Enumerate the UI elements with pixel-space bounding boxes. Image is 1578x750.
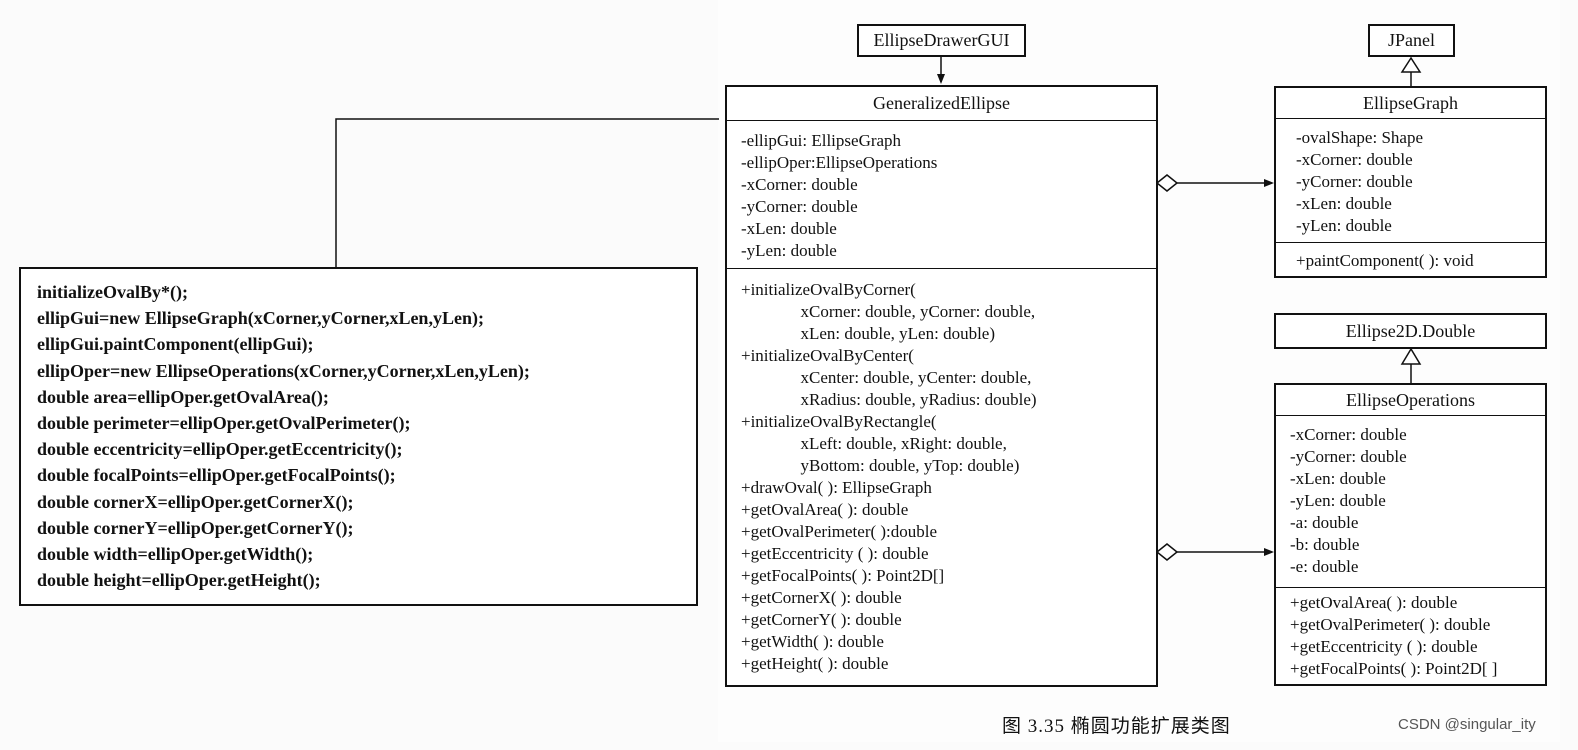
aggregation-diamond-graph <box>1155 174 1179 192</box>
class-name: EllipseOperations <box>1346 390 1475 410</box>
class-jpanel: JPanel <box>1368 24 1455 57</box>
method: xCenter: double, yCenter: double, <box>741 368 1032 387</box>
watermark: CSDN @singular_ity <box>1398 716 1536 733</box>
attribute: -a: double <box>1290 513 1359 532</box>
method: +getOvalArea( ): double <box>741 500 909 519</box>
methods-section: +getOvalArea( ): double +getOvalPerimete… <box>1276 587 1545 680</box>
code-note: initializeOvalBy*(); ellipGui=new Ellips… <box>19 267 698 606</box>
code-line: double area=ellipOper.getOvalArea(); <box>37 386 329 407</box>
method: +initializeOvalByCenter( <box>741 346 914 365</box>
class-name: EllipseDrawerGUI <box>873 30 1010 50</box>
code-line: double perimeter=ellipOper.getOvalPerime… <box>37 413 411 434</box>
attribute: -xCorner: double <box>1296 150 1413 169</box>
method: xRadius: double, yRadius: double) <box>741 390 1037 409</box>
class-name: EllipseGraph <box>1363 93 1458 113</box>
method: xLen: double, yLen: double) <box>741 324 996 343</box>
aggregation-arrow-operations <box>1264 548 1274 556</box>
class-ellipse-graph: EllipseGraph -ovalShape: Shape -xCorner:… <box>1274 86 1547 278</box>
attribute: -yLen: double <box>1296 216 1392 235</box>
method: +initializeOvalByRectangle( <box>741 412 937 431</box>
ellipse2d-inherit-triangle <box>1400 347 1422 365</box>
jpanel-inherit-triangle <box>1400 56 1422 73</box>
attributes-section: -ovalShape: Shape -xCorner: double -yCor… <box>1276 118 1545 242</box>
class-ellipse2d-double: Ellipse2D.Double <box>1274 313 1547 349</box>
attribute: -yLen: double <box>1290 491 1386 510</box>
figure-caption: 图 3.35 椭圆功能扩展类图 <box>1002 716 1231 737</box>
method: xCorner: double, yCorner: double, <box>741 302 1036 321</box>
method: +getEccentricity ( ): double <box>741 544 929 563</box>
method: +getFocalPoints( ): Point2D[ ] <box>1290 659 1498 678</box>
class-ellipse-drawer-gui: EllipseDrawerGUI <box>857 24 1026 57</box>
code-line: double focalPoints=ellipOper.getFocalPoi… <box>37 465 396 486</box>
code-line: double cornerX=ellipOper.getCornerX(); <box>37 491 354 512</box>
class-name: Ellipse2D.Double <box>1345 321 1476 341</box>
class-name: JPanel <box>1388 30 1435 50</box>
attribute: -xLen: double <box>741 219 837 238</box>
class-ellipse-operations: EllipseOperations -xCorner: double -yCor… <box>1274 383 1547 686</box>
attribute: -ovalShape: Shape <box>1296 128 1423 147</box>
code-line: initializeOvalBy*(); <box>37 282 188 302</box>
attribute: -yLen: double <box>741 241 837 260</box>
method: +getOvalArea( ): double <box>1290 593 1458 612</box>
method: +getOvalPerimeter( ):double <box>741 522 938 541</box>
method: +getOvalPerimeter( ): double <box>1290 615 1491 634</box>
method: +getFocalPoints( ): Point2D[] <box>741 566 945 585</box>
method: yBottom: double, yTop: double) <box>741 456 1020 475</box>
methods-section: +paintComponent( ): void <box>1276 242 1545 272</box>
method: +getCornerY( ): double <box>741 610 902 629</box>
method: +getEccentricity ( ): double <box>1290 637 1478 656</box>
method: +paintComponent( ): void <box>1296 251 1474 270</box>
methods-section: +initializeOvalByCorner( xCorner: double… <box>727 268 1156 675</box>
code-line: double eccentricity=ellipOper.getEccentr… <box>37 439 403 460</box>
attribute: -xLen: double <box>1290 469 1386 488</box>
attribute: -yCorner: double <box>1290 447 1407 466</box>
method: +initializeOvalByCorner( <box>741 280 916 299</box>
dependency-arrow-head <box>937 74 945 84</box>
attributes-section: -ellipGui: EllipseGraph -ellipOper:Ellip… <box>727 120 1156 268</box>
attribute: -xCorner: double <box>741 175 858 194</box>
attribute: -yCorner: double <box>1296 172 1413 191</box>
attribute: -ellipGui: EllipseGraph <box>741 131 902 150</box>
attribute: -xLen: double <box>1296 194 1392 213</box>
attribute: -xCorner: double <box>1290 425 1407 444</box>
code-line: ellipGui.paintComponent(ellipGui); <box>37 334 314 355</box>
class-generalized-ellipse: GeneralizedEllipse -ellipGui: EllipseGra… <box>725 85 1158 687</box>
code-line: double height=ellipOper.getHeight(); <box>37 570 321 591</box>
attribute: -ellipOper:EllipseOperations <box>741 153 938 172</box>
attribute: -b: double <box>1290 535 1360 554</box>
method: xLeft: double, xRight: double, <box>741 434 1007 453</box>
code-line: double width=ellipOper.getWidth(); <box>37 544 314 565</box>
method: +getHeight( ): double <box>741 654 889 673</box>
attribute: -e: double <box>1290 557 1359 576</box>
class-name: GeneralizedEllipse <box>873 93 1010 113</box>
code-line: double cornerY=ellipOper.getCornerY(); <box>37 517 354 538</box>
note-anchor-line <box>335 118 719 267</box>
method: +getWidth( ): double <box>741 632 884 651</box>
code-line: ellipGui=new EllipseGraph(xCorner,yCorne… <box>37 308 484 329</box>
attribute: -yCorner: double <box>741 197 858 216</box>
attributes-section: -xCorner: double -yCorner: double -xLen:… <box>1276 415 1545 587</box>
aggregation-arrow-graph <box>1264 179 1274 187</box>
code-line: ellipOper=new EllipseOperations(xCorner,… <box>37 360 530 381</box>
method: +getCornerX( ): double <box>741 588 902 607</box>
aggregation-diamond-operations <box>1155 543 1179 561</box>
method: +drawOval( ): EllipseGraph <box>741 478 932 497</box>
